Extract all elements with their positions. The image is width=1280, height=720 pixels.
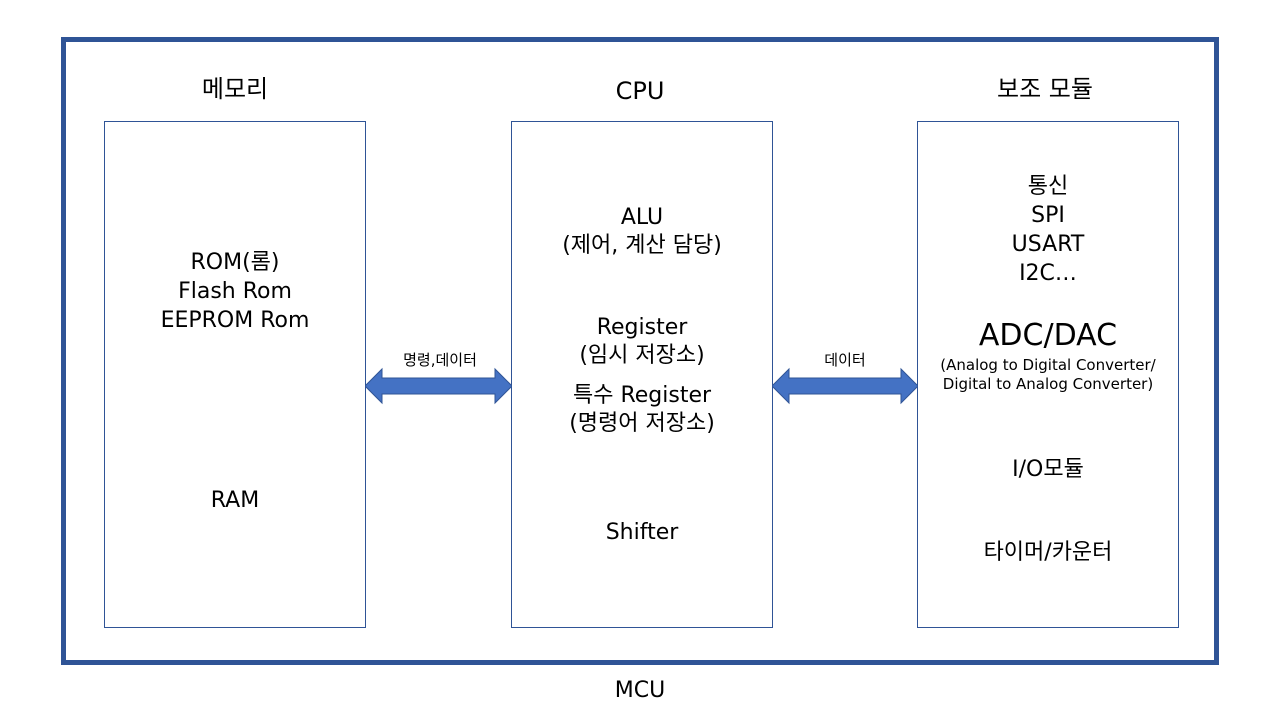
adc-dac-desc-line-2: Digital to Analog Converter): [942, 375, 1154, 393]
right-arrow-shape: [772, 367, 918, 405]
register-label: Register: [596, 315, 688, 340]
memory-title: 메모리: [201, 75, 269, 103]
rom-line: ROM(롬): [190, 250, 280, 275]
cpu-box: ALU (제어, 계산 담당) Register (임시 저장소) 특수 Reg…: [511, 121, 773, 628]
io-module-label: I/O모듈: [1012, 457, 1084, 482]
comm-title: 통신: [1027, 174, 1069, 199]
aux-module-box: 통신 SPI USART I2C… ADC/DAC (Analog to Dig…: [917, 121, 1179, 628]
aux-title: 보조 모듈: [997, 75, 1093, 103]
special-register-description: (명령어 저장소): [569, 411, 715, 436]
flash-rom-line: Flash Rom: [178, 279, 292, 304]
alu-description: (제어, 계산 담당): [562, 233, 722, 258]
timer-counter-label: 타이머/카운터: [983, 540, 1113, 565]
eeprom-line: EEPROM Rom: [160, 308, 310, 333]
ram-line: RAM: [210, 488, 260, 513]
adc-dac-desc-line-1: (Analog to Digital Converter/: [940, 356, 1156, 374]
register-description: (임시 저장소): [579, 343, 705, 368]
memory-box: ROM(롬) Flash Rom EEPROM Rom RAM: [104, 121, 366, 628]
alu-label: ALU: [620, 205, 664, 230]
usart-line: USART: [1011, 232, 1085, 257]
special-register-label: 특수 Register: [572, 383, 712, 408]
left-arrow-label: 명령,데이터: [403, 351, 477, 369]
i2c-line: I2C…: [1019, 261, 1077, 286]
cpu-title: CPU: [615, 77, 665, 105]
left-double-arrow: [365, 367, 512, 405]
mcu-label: MCU: [614, 678, 666, 703]
left-arrow-shape: [365, 367, 512, 405]
right-arrow-label: 데이터: [824, 351, 866, 369]
right-double-arrow: [772, 367, 918, 405]
adc-dac-label: ADC/DAC: [978, 318, 1118, 353]
shifter-label: Shifter: [605, 520, 679, 545]
mcu-frame: [61, 37, 1219, 665]
spi-line: SPI: [1031, 203, 1065, 228]
